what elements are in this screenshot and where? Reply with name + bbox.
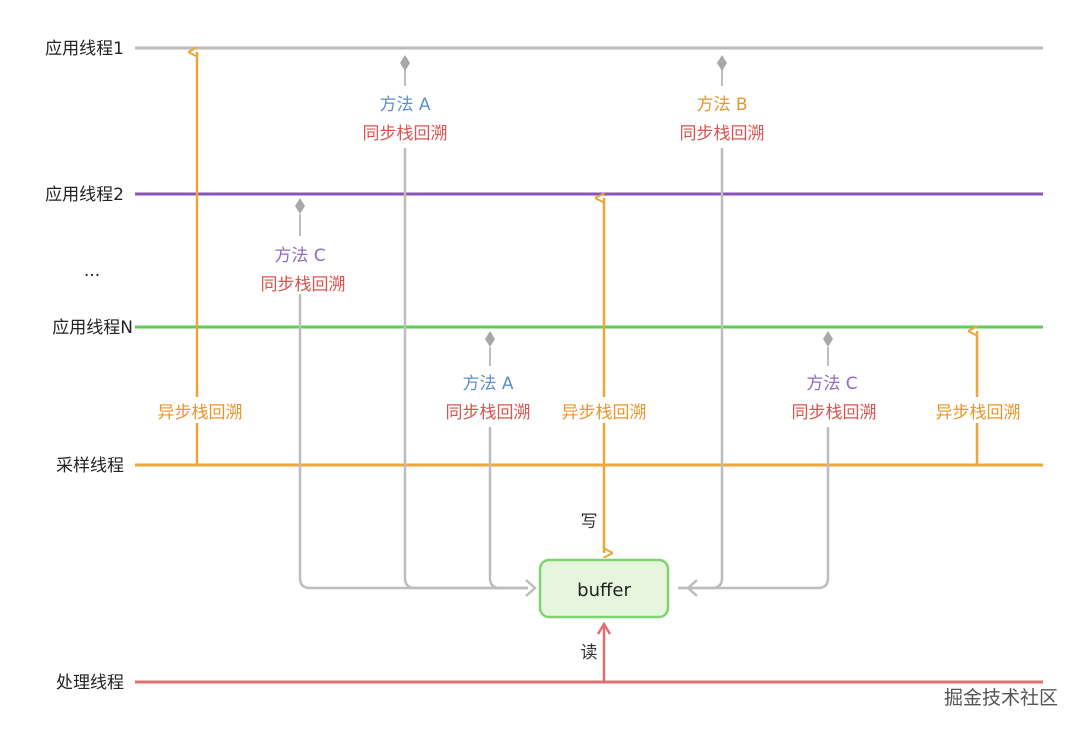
read-arrow-head [596,621,612,635]
method-a-name: 方法 A [379,95,430,115]
lane-app2-label: 应用线程2 [45,185,124,205]
method-c-name: 方法 C [274,246,325,266]
async-label-3: 异步栈回溯 [936,403,1021,423]
write-label: 写 [581,512,598,532]
sync-line-method-a-appN [488,427,528,590]
buffer-label: buffer [577,580,631,601]
buffer-in-arrow-left [525,579,537,597]
sync-line-method-a-app1 [403,148,528,590]
buffer-in-arrow-right [686,579,698,597]
sync-line-method-c-app2 [298,293,528,590]
async-label-1: 异步栈回溯 [158,403,243,423]
read-label: 读 [581,643,598,663]
method-b-name: 方法 B [696,95,747,115]
method-a-action: 同步栈回溯 [363,124,448,144]
method-c2-bg [780,370,888,424]
sample-point-icon [485,331,495,347]
async-label-2-bg [552,397,656,423]
sample-point-icon [717,55,727,71]
lane-sampler-label: 采样线程 [56,456,124,476]
method-a-bg [355,90,455,144]
method-b-action: 同步栈回溯 [680,124,765,144]
async-label-1-bg [148,397,252,423]
method-b-bg [672,90,772,144]
method-a2-action: 同步栈回溯 [446,403,531,423]
sync-line-method-b-app1 [678,148,724,590]
buffer-box [538,558,670,619]
sync-line-method-c-appN [678,427,830,590]
method-c2-name: 方法 C [806,374,857,394]
lane-ellipsis-label: ... [84,261,100,281]
method-a2-name: 方法 A [462,374,513,394]
async-label-3-bg [926,397,1030,423]
sample-point-icon [400,55,410,71]
lane-processor-label: 处理线程 [56,673,124,693]
watermark: 掘金技术社区 [944,687,1058,709]
method-a2-bg [436,370,544,424]
lane-app1-label: 应用线程1 [45,39,124,59]
sample-point-icon [823,331,833,347]
method-c-bg [250,240,350,294]
method-c2-action: 同步栈回溯 [792,403,877,423]
sample-point-icon [295,198,305,214]
method-c-action: 同步栈回溯 [261,275,346,295]
async-label-2: 异步栈回溯 [562,403,647,423]
lane-appN-label: 应用线程N [52,318,133,338]
